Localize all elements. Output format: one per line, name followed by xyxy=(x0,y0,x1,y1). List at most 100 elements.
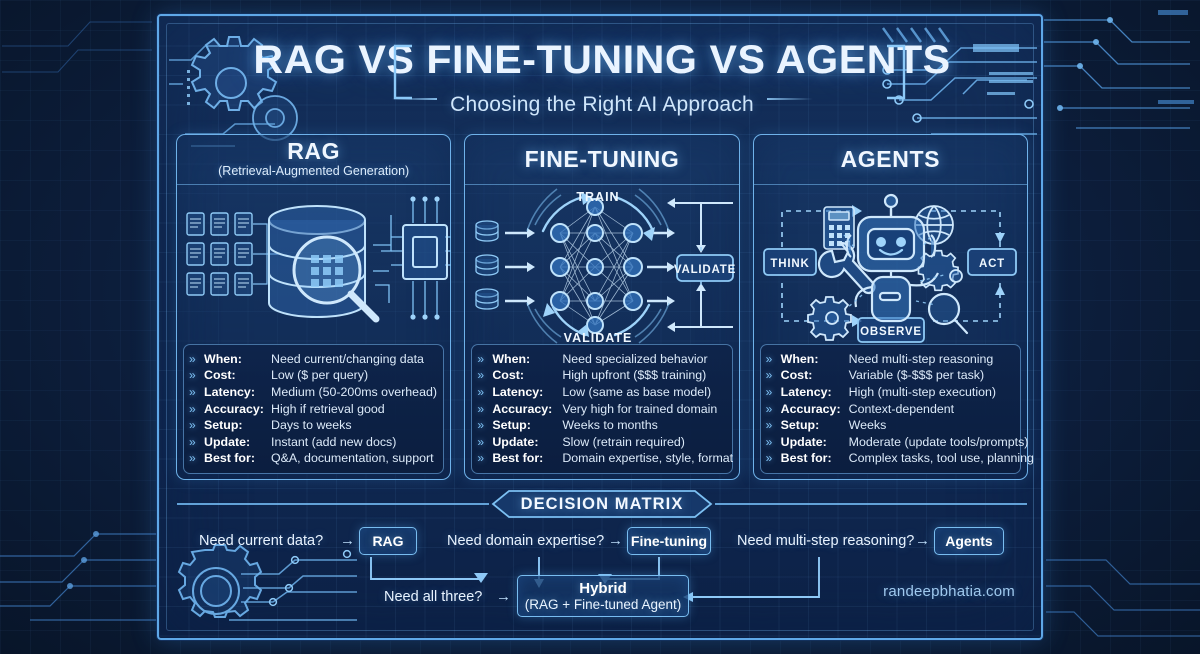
loop-arrowheads xyxy=(543,192,656,337)
header: RAG VS FINE-TUNING VS AGENTS Choosing th… xyxy=(159,40,1045,117)
output-arrows xyxy=(647,231,668,303)
subtitle-row: Choosing the Right AI Approach xyxy=(159,80,1045,117)
arrow-icon-1: → xyxy=(340,532,355,549)
spec-key: Latency: xyxy=(492,385,544,400)
column-agents-specs: »When:Need multi-step reasoning »Cost:Va… xyxy=(759,343,1034,474)
corner-circuit-top-left xyxy=(2,6,152,126)
column-fine-tuning-title: FINE-TUNING xyxy=(524,146,680,172)
spec-key: Best for: xyxy=(492,451,544,466)
spec-value: Q&A, documentation, support xyxy=(271,451,434,466)
chevron-icon: » xyxy=(477,401,485,416)
column-fine-tuning-illustration: TRAIN VALIDATE xyxy=(465,185,738,345)
spec-row: »When:Need multi-step reasoning xyxy=(766,351,1013,368)
chevron-icon: » xyxy=(765,434,773,449)
spec-key: When: xyxy=(204,351,242,366)
chevron-icon: » xyxy=(189,401,196,416)
infographic-board: RAG VS FINE-TUNING VS AGENTS Choosing th… xyxy=(157,14,1043,640)
spec-row: »Latency:Medium (50-200ms overhead) xyxy=(189,384,437,401)
spec-value: Variable ($-$$$ per task) xyxy=(848,368,985,383)
page-subtitle: Choosing the Right AI Approach xyxy=(450,93,754,116)
spec-row: »Latency:Low (same as base model) xyxy=(477,384,724,401)
spec-row: »Setup:Weeks to months xyxy=(477,417,724,434)
column-rag-specs: »When:Need current/changing data »Cost:L… xyxy=(183,343,445,474)
label-validate-chip: VALIDATE xyxy=(674,264,736,276)
chip-fine-tuning[interactable]: Fine-tuning xyxy=(627,527,711,555)
chevron-icon: » xyxy=(477,351,485,366)
chevron-icon: » xyxy=(189,418,196,433)
input-arrows xyxy=(505,231,528,303)
spec-value: Low (same as base model) xyxy=(562,385,712,400)
spec-row: »Best for:Q&A, documentation, support xyxy=(189,450,436,467)
chip-icon xyxy=(402,224,448,280)
chevron-icon: » xyxy=(765,368,773,383)
tool-link-dashed xyxy=(843,234,944,310)
spec-value: Instant (add new docs) xyxy=(271,434,397,449)
chevron-icon: » xyxy=(765,451,773,466)
column-agents-illustration: THINK ACT OBSERVE xyxy=(754,185,1027,345)
chip-agents[interactable]: Agents xyxy=(934,527,1004,555)
watermark: randeepbhatia.com xyxy=(883,583,1015,600)
chip-hybrid[interactable]: Hybrid (RAG + Fine-tuned Agent) xyxy=(517,575,689,617)
spec-key: Latency: xyxy=(780,385,832,400)
question-all-three: Need all three? xyxy=(384,589,483,605)
spec-key: Setup: xyxy=(204,418,243,433)
page-title: RAG VS FINE-TUNING VS AGENTS xyxy=(253,38,951,82)
label-observe: OBSERVE xyxy=(860,326,922,338)
spec-key: Update: xyxy=(204,434,251,449)
spec-row: » Setup: Days to weeks xyxy=(189,417,436,434)
column-fine-tuning[interactable]: FINE-TUNING xyxy=(464,134,740,480)
documents-icon xyxy=(186,212,253,296)
column-agents[interactable]: AGENTS xyxy=(752,134,1034,480)
validate-feedback-path xyxy=(675,202,734,328)
ripple-arcs xyxy=(526,188,671,344)
spec-row: » Update: Instant (add new docs) xyxy=(189,434,436,451)
column-rag-subtitle: (Retrieval-Augmented Generation) xyxy=(218,164,410,179)
column-fine-tuning-header: FINE-TUNING xyxy=(465,135,739,185)
spec-key: Best for: xyxy=(204,451,255,466)
spec-row: »Best for:Complex tasks, tool use, plann… xyxy=(765,450,1034,467)
subtitle-rule-right xyxy=(766,97,813,100)
gear-icon-bottom-left xyxy=(806,296,852,341)
spec-key: Update: xyxy=(492,434,539,449)
corner-circuit-bottom-left xyxy=(0,520,170,654)
chevron-icon: » xyxy=(189,385,196,400)
spec-row: »Accuracy:Context-dependent xyxy=(766,401,1013,418)
chip-rag[interactable]: RAG xyxy=(359,527,417,555)
corner-circuit-top-right xyxy=(1040,8,1200,148)
input-arrowheads xyxy=(527,228,536,306)
spec-value: Days to weeks xyxy=(271,418,352,433)
spec-value: Need specialized behavior xyxy=(562,351,708,366)
chip-circuit-traces xyxy=(373,201,451,315)
spec-value: High (multi-step execution) xyxy=(848,385,997,400)
spec-key: When: xyxy=(780,351,819,366)
chevron-icon: » xyxy=(189,434,196,449)
label-think: THINK xyxy=(770,258,809,270)
magnifier-grid xyxy=(311,255,343,287)
spec-value: Need current/changing data xyxy=(271,351,424,366)
spec-value: Need multi-step reasoning xyxy=(848,351,994,366)
arrow-icon-4: → xyxy=(496,588,511,605)
spec-value: Slow (retrain required) xyxy=(562,434,685,449)
label-act: ACT xyxy=(979,258,1005,270)
spec-value: High if retrieval good xyxy=(271,401,385,416)
column-rag[interactable]: RAG (Retrieval-Augmented Generation) xyxy=(176,134,452,480)
corner-circuit-bottom-right xyxy=(1046,540,1200,654)
spec-row: »Accuracy:Very high for trained domain xyxy=(477,401,724,418)
input-stack-icon xyxy=(475,220,499,310)
column-rag-header: RAG (Retrieval-Augmented Generation) xyxy=(177,135,451,185)
robot-face xyxy=(875,237,906,247)
chevron-icon: » xyxy=(765,418,773,433)
spec-row: »When:Need current/changing data xyxy=(189,351,436,368)
spec-key: Update: xyxy=(780,434,827,449)
column-agents-header: AGENTS xyxy=(753,135,1027,185)
spec-row: »Update:Slow (retrain required) xyxy=(477,434,724,451)
spec-row: »Cost:High upfront ($$$ training) xyxy=(477,367,724,384)
chevron-icon: » xyxy=(477,451,485,466)
chevron-icon: » xyxy=(477,368,485,383)
subtitle-rule-left xyxy=(391,97,438,100)
robot-icon xyxy=(845,193,939,323)
spec-value: Context-dependent xyxy=(848,401,955,416)
spec-key: Latency: xyxy=(204,385,255,400)
column-agents-title: AGENTS xyxy=(840,146,941,172)
